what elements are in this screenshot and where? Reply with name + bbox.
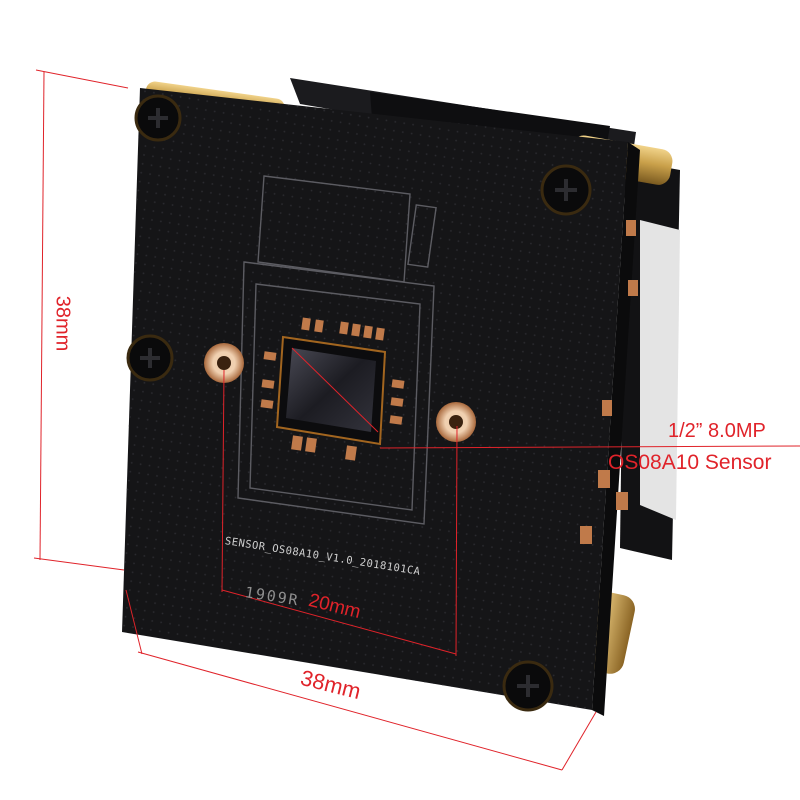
mounting-pad-right	[436, 402, 476, 442]
height-dimension-label: 38mm	[51, 295, 74, 352]
spacing-ext-left	[221, 369, 225, 593]
screw-bottom-left	[126, 334, 174, 382]
width-ext-left	[125, 589, 143, 655]
height-ext-bottom	[33, 557, 125, 571]
screw-top-left	[134, 94, 182, 142]
side-components	[580, 220, 638, 544]
smd-components	[260, 317, 405, 461]
sensor-diagonal	[291, 347, 379, 433]
sensor-chip	[286, 348, 376, 432]
height-dim-line	[39, 71, 45, 561]
spacing-dim-line	[221, 589, 457, 655]
screw-top-right	[540, 164, 592, 216]
height-ext-top	[35, 69, 129, 89]
dimension-lines	[33, 69, 800, 771]
side-connectors	[640, 220, 680, 520]
width-ext-right	[561, 711, 597, 771]
sensor-format-label: 1/2” 8.0MP	[668, 420, 766, 442]
sensor-leader	[379, 445, 800, 449]
mounting-pad-left	[204, 343, 244, 383]
width-dim-line	[137, 651, 563, 771]
spacing-ext-right	[455, 425, 458, 657]
screw-bottom-right	[502, 660, 554, 712]
sensor-model-label: OS08A10 Sensor	[608, 451, 772, 474]
silkscreen-outlines	[237, 175, 437, 525]
